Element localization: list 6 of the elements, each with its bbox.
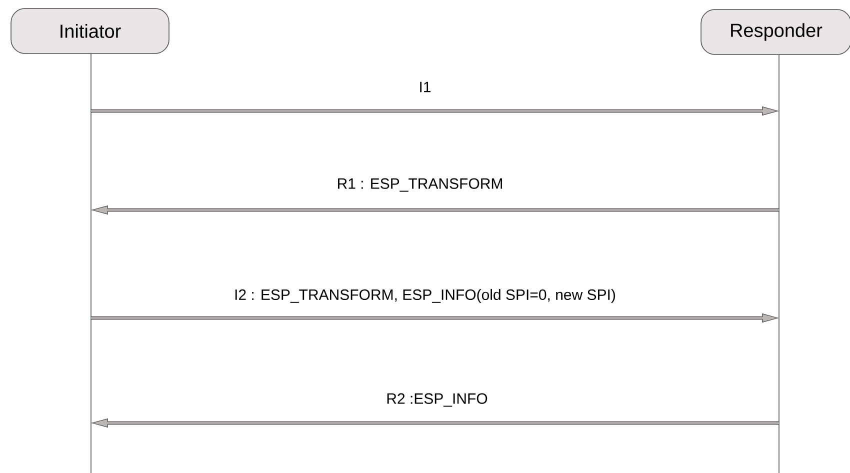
message-label: R2 :ESP_INFO	[385, 392, 489, 408]
message-label: I1	[418, 80, 432, 94]
participant-box: Initiator	[10, 8, 170, 54]
message-label: I2 : ESP_TRANSFORM, ESP_INFO(old SPI=0, new SPI)	[233, 288, 617, 304]
message-label: R1 : ESP_TRANSFORM	[336, 177, 504, 193]
participant-box: Responder	[700, 9, 850, 55]
